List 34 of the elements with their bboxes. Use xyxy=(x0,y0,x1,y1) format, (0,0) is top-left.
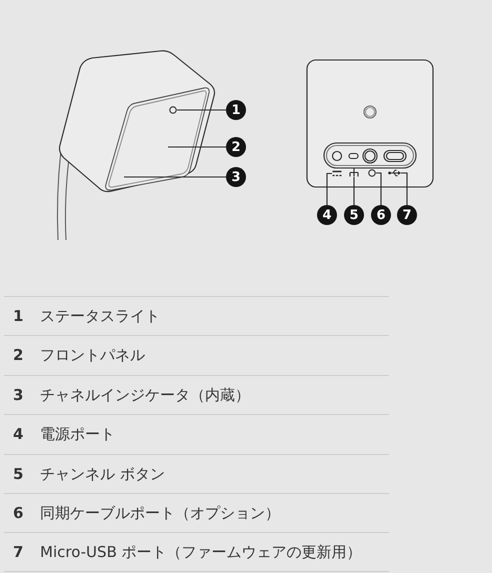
row-number: 2 xyxy=(13,346,24,364)
row-label: ステータスライト xyxy=(40,306,160,326)
leader-line xyxy=(353,177,355,205)
status-light-icon xyxy=(169,106,177,114)
row-label: 同期ケーブルポート（オプション） xyxy=(40,503,280,523)
row-number: 6 xyxy=(13,504,24,522)
leader-line xyxy=(376,172,382,205)
row-number: 5 xyxy=(13,464,24,483)
leader-line xyxy=(124,176,226,178)
callout-number: 1 xyxy=(226,100,246,120)
leader-line xyxy=(326,172,332,205)
front-panel xyxy=(104,86,211,192)
row-label: フロントパネル xyxy=(40,345,145,366)
row-label: チャンネル ボタン xyxy=(40,464,165,484)
leader-line xyxy=(401,172,408,205)
callout-number: 5 xyxy=(344,205,364,225)
callout-number: 7 xyxy=(397,205,417,225)
usb-icon xyxy=(388,169,401,177)
leader-line xyxy=(168,146,226,148)
network-icon xyxy=(349,168,359,177)
callout-number: 6 xyxy=(371,205,391,225)
row-label: Micro-USB ポート（ファームウェアの更新用） xyxy=(40,542,362,562)
row-label: 電源ポート xyxy=(40,424,115,444)
row-number: 4 xyxy=(13,425,24,444)
callout-number: 3 xyxy=(226,167,246,187)
dc-power-icon xyxy=(332,170,342,177)
callout-number: 2 xyxy=(226,137,246,157)
row-label: チャネルインジケータ（内蔵） xyxy=(40,384,250,405)
callout-number: 4 xyxy=(317,205,337,225)
row-number: 7 xyxy=(13,543,24,562)
circle-icon xyxy=(368,169,376,177)
row-number: 3 xyxy=(13,386,24,404)
leader-line xyxy=(177,109,226,111)
row-number: 1 xyxy=(13,307,24,325)
